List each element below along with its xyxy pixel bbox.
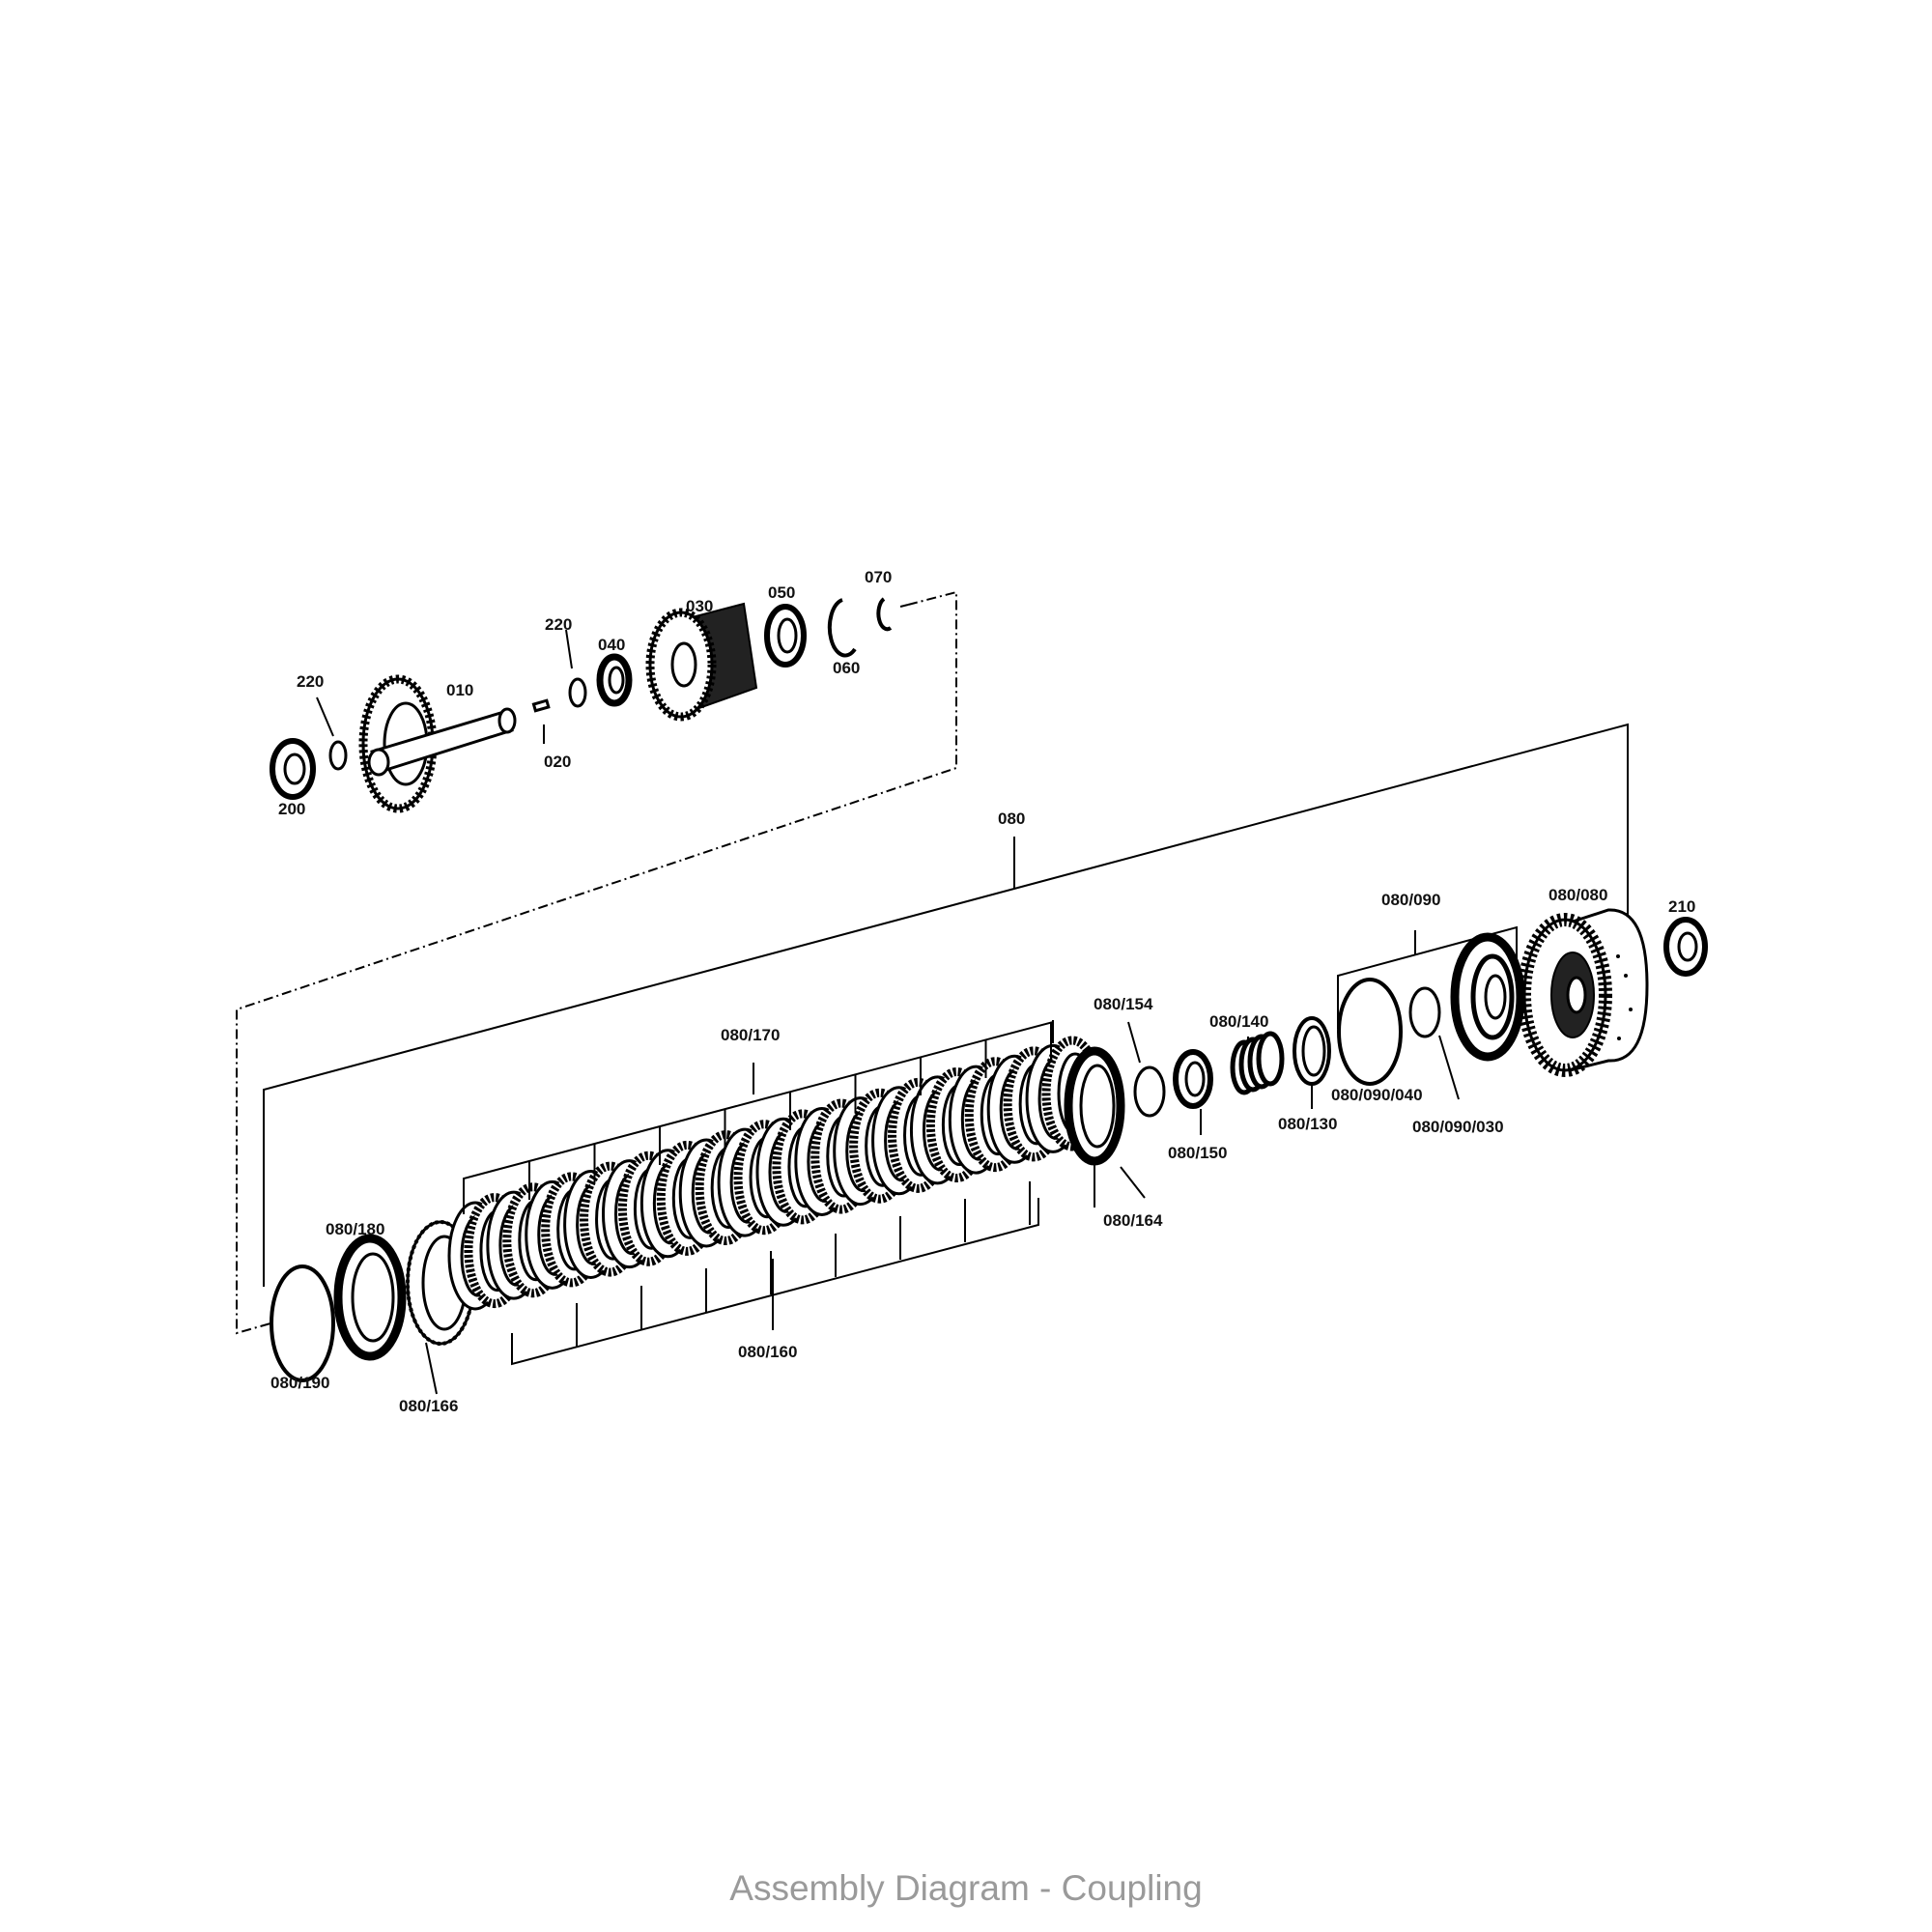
part-070-snap-ring[interactable] [876, 597, 893, 632]
label-220: 220 [297, 672, 324, 691]
part-080-164-disc[interactable] [1064, 1046, 1125, 1166]
part-080-130-ring[interactable] [1293, 1016, 1331, 1086]
part-080-140-spring-pack[interactable] [1230, 1031, 1285, 1095]
label-060: 060 [833, 659, 860, 677]
part-080-090-030-ring[interactable] [1408, 986, 1441, 1038]
label-030: 030 [686, 597, 713, 615]
label-080-170: 080/170 [721, 1026, 780, 1044]
leader-lines [316, 604, 1460, 1395]
part-080-150-ring[interactable] [1173, 1049, 1213, 1109]
clutch-assembly [263, 723, 1708, 1382]
part-020-pin[interactable] [531, 698, 551, 713]
part-080-190-ring[interactable] [270, 1264, 335, 1382]
part-030-gear[interactable] [645, 602, 758, 722]
label-080-080: 080/080 [1548, 886, 1607, 904]
part-080-154-ring[interactable] [1133, 1065, 1166, 1118]
part-050-bearing[interactable] [764, 604, 807, 668]
part-220-ring-left[interactable] [328, 740, 348, 771]
part-080-090-piston[interactable] [1450, 932, 1525, 1062]
assembly-reference-frame [236, 590, 957, 1335]
label-080-090-040: 080/090/040 [1331, 1086, 1423, 1104]
part-080-080-clutch-housing[interactable] [1518, 908, 1649, 1077]
label-080-190: 080/190 [270, 1374, 329, 1392]
label-080-140: 080/140 [1209, 1012, 1268, 1031]
part-labels: 220 010 200 020 220 040 030 050 060 070 … [270, 568, 1695, 1415]
label-040: 040 [598, 636, 625, 654]
upper-shaft-assembly [270, 597, 893, 813]
label-080-180: 080/180 [326, 1220, 384, 1238]
part-200-bearing[interactable] [270, 738, 316, 800]
part-080-180-disc[interactable] [333, 1234, 407, 1361]
label-080: 080 [998, 810, 1025, 828]
label-080-150: 080/150 [1168, 1144, 1227, 1162]
label-080-160: 080/160 [738, 1343, 797, 1361]
label-220: 220 [545, 615, 572, 634]
part-080-090-040-ring[interactable] [1337, 978, 1403, 1086]
diagram-caption: Assembly Diagram - Coupling [729, 1868, 1202, 1908]
label-080-130: 080/130 [1278, 1115, 1337, 1133]
label-010: 010 [446, 681, 473, 699]
bracket-080 [263, 723, 1629, 1287]
part-040-needle-bearing[interactable] [596, 653, 633, 707]
label-080-090: 080/090 [1381, 891, 1440, 909]
part-010-gear-shaft[interactable] [358, 674, 517, 813]
label-050: 050 [768, 583, 795, 602]
label-080-164: 080/164 [1103, 1211, 1163, 1230]
label-070: 070 [865, 568, 892, 586]
label-080-166: 080/166 [399, 1397, 458, 1415]
label-080-090-030: 080/090/030 [1412, 1118, 1504, 1136]
label-210: 210 [1668, 897, 1695, 916]
label-020: 020 [544, 753, 571, 771]
part-220-ring-right[interactable] [568, 677, 587, 708]
label-200: 200 [278, 800, 305, 818]
label-080-154: 080/154 [1094, 995, 1153, 1013]
part-060-snap-ring[interactable] [827, 598, 857, 658]
part-210-bearing[interactable] [1663, 917, 1708, 977]
bracket-080-090 [1337, 925, 1518, 1029]
